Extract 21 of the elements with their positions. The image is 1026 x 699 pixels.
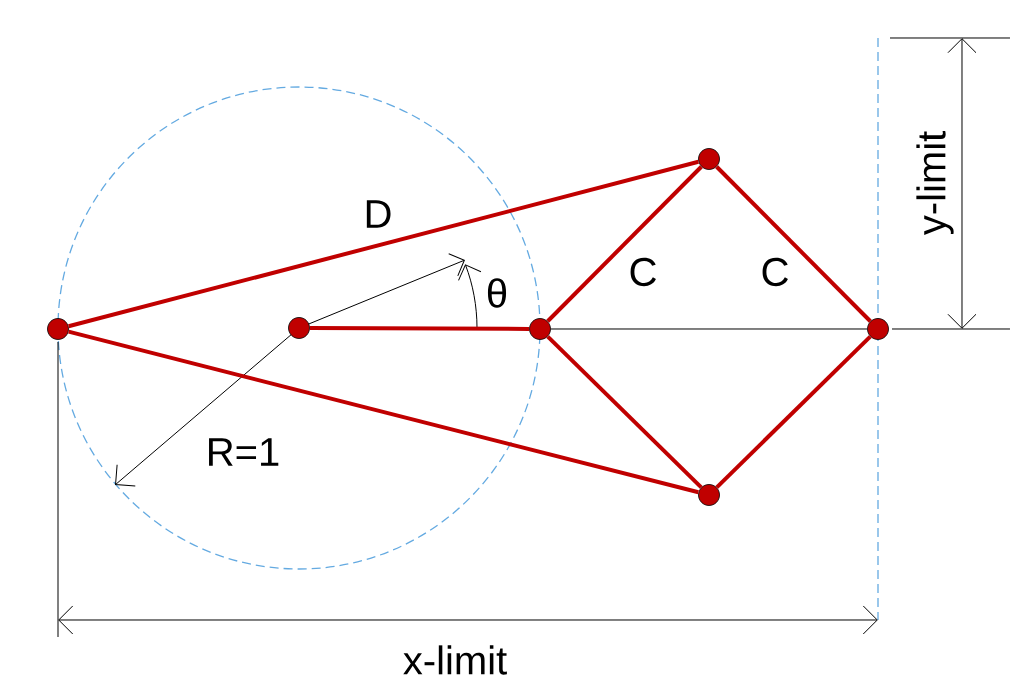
edge-label: C <box>627 256 659 288</box>
joint-circle <box>698 148 720 170</box>
linkage-bar <box>715 335 872 489</box>
linkage-bar <box>715 165 872 323</box>
joint-circle <box>288 317 310 339</box>
joint-circle <box>47 318 69 340</box>
linkage-bar <box>68 329 699 495</box>
linkage-bar <box>68 159 699 329</box>
linkage-bar <box>546 335 703 489</box>
dimension-label: x-limit <box>403 645 507 675</box>
joint-circle <box>529 318 551 340</box>
linkage-bar <box>546 165 703 323</box>
linkage-bar <box>309 326 530 331</box>
dimension-label: y-limit <box>916 131 954 236</box>
edge-label: C <box>759 256 791 288</box>
joint-circle <box>698 484 720 506</box>
connector-line <box>550 328 868 330</box>
joint-circle <box>867 318 889 340</box>
dimension-label: R=1 <box>209 438 279 466</box>
dimension-label: θ <box>487 278 507 308</box>
edge-label: D <box>362 199 394 229</box>
